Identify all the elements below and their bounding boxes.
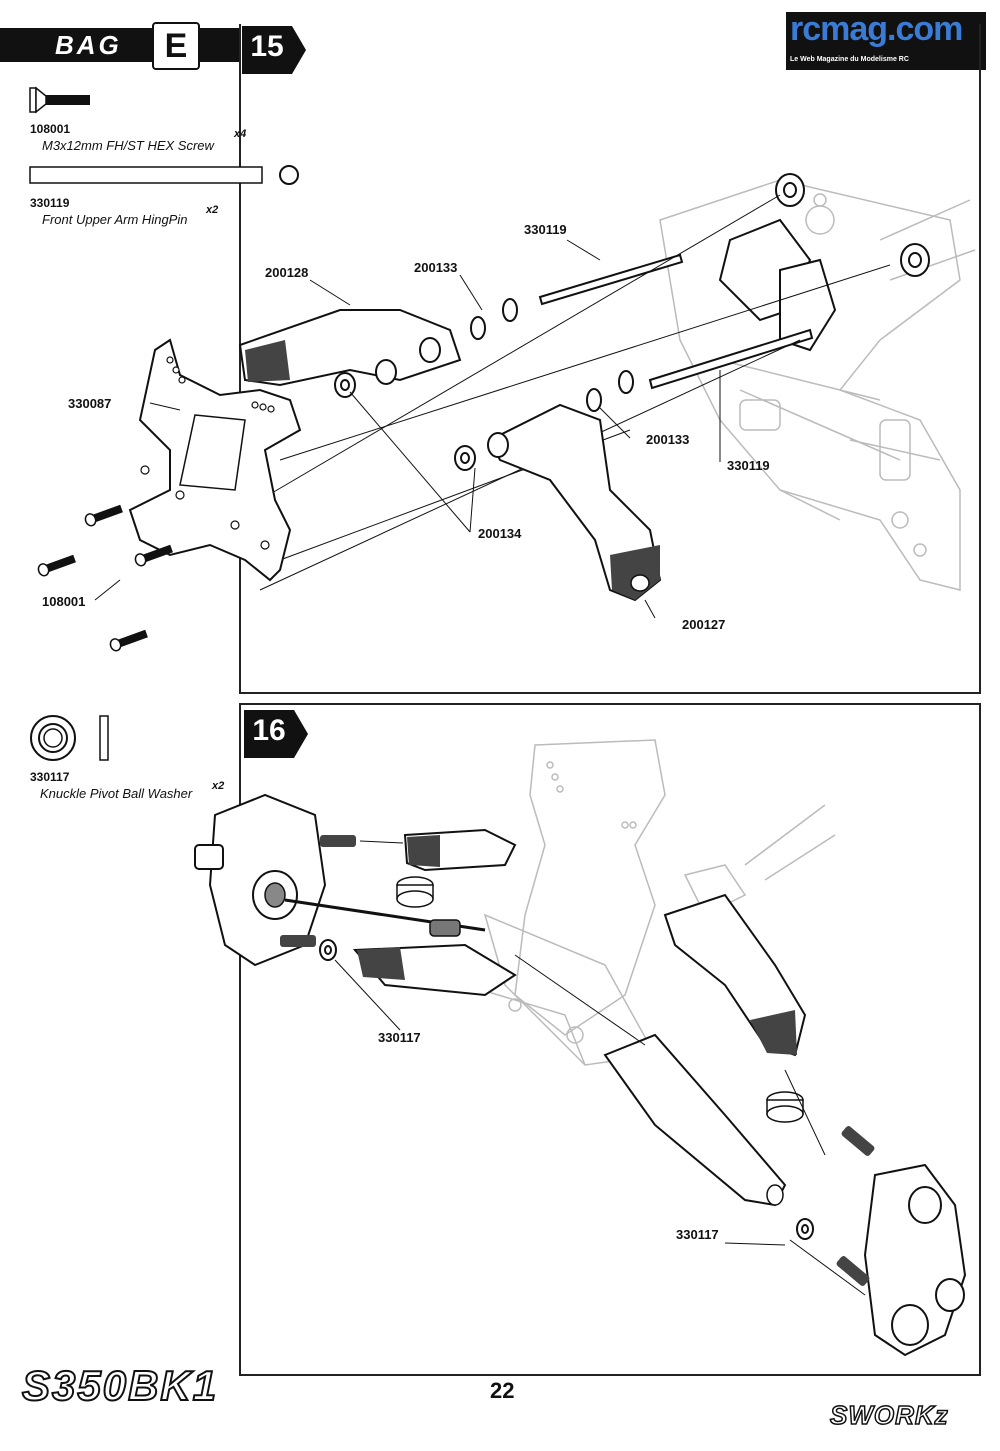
brand-logo-s350: S350BK1 bbox=[21, 1361, 219, 1410]
part-108001-name: M3x12mm FH/ST HEX Screw bbox=[42, 138, 214, 153]
step-16-badge bbox=[244, 710, 308, 758]
callout-200128: 200128 bbox=[265, 265, 309, 280]
screw-icon bbox=[29, 86, 90, 114]
logo-text: rcmag.com bbox=[790, 10, 963, 48]
part-330119-qty: x2 bbox=[206, 204, 219, 216]
brand-logo-sworkz: SWORKz bbox=[829, 1399, 949, 1431]
step-16-exploded-diagram bbox=[194, 739, 967, 1357]
callout-108001: 108001 bbox=[42, 594, 86, 609]
washer-icon bbox=[30, 715, 109, 761]
step-16-number: 16 bbox=[252, 714, 286, 747]
callout-200127: 200127 bbox=[682, 617, 726, 632]
step-15-number: 15 bbox=[250, 30, 284, 63]
part-330119-name: Front Upper Arm HingPin bbox=[42, 212, 188, 227]
logo-tagline: Le Web Magazine du Modelisme RC bbox=[790, 56, 909, 63]
part-330119-number: 330119 bbox=[30, 196, 70, 210]
callout-200133-a: 200133 bbox=[414, 260, 458, 275]
callout-330117-a: 330117 bbox=[378, 1030, 421, 1045]
callout-200133-b: 200133 bbox=[646, 432, 690, 447]
part-108001-number: 108001 bbox=[30, 122, 71, 136]
rcmag-logo bbox=[786, 12, 986, 70]
page-number: 22 bbox=[490, 1378, 515, 1403]
part-330117-number: 330117 bbox=[30, 770, 70, 784]
step-15-badge bbox=[242, 26, 306, 74]
callout-330087: 330087 bbox=[68, 396, 112, 411]
hinge-pin-icon bbox=[29, 165, 299, 185]
callout-330119-b: 330119 bbox=[727, 458, 770, 473]
bag-header-bar bbox=[0, 28, 240, 62]
step-16-panel bbox=[239, 703, 981, 1376]
part-108001-qty: x4 bbox=[234, 128, 247, 140]
bag-label: BAG bbox=[55, 30, 122, 60]
step-15-exploded-diagram bbox=[37, 173, 976, 652]
callout-200134: 200134 bbox=[478, 526, 522, 541]
callout-330119-a: 330119 bbox=[524, 222, 567, 237]
part-330117-name: Knuckle Pivot Ball Washer bbox=[40, 786, 193, 801]
callout-330117-b: 330117 bbox=[676, 1227, 719, 1242]
part-330117-qty: x2 bbox=[212, 780, 225, 792]
bag-letter: E bbox=[152, 22, 200, 70]
step-15-panel bbox=[239, 24, 981, 694]
